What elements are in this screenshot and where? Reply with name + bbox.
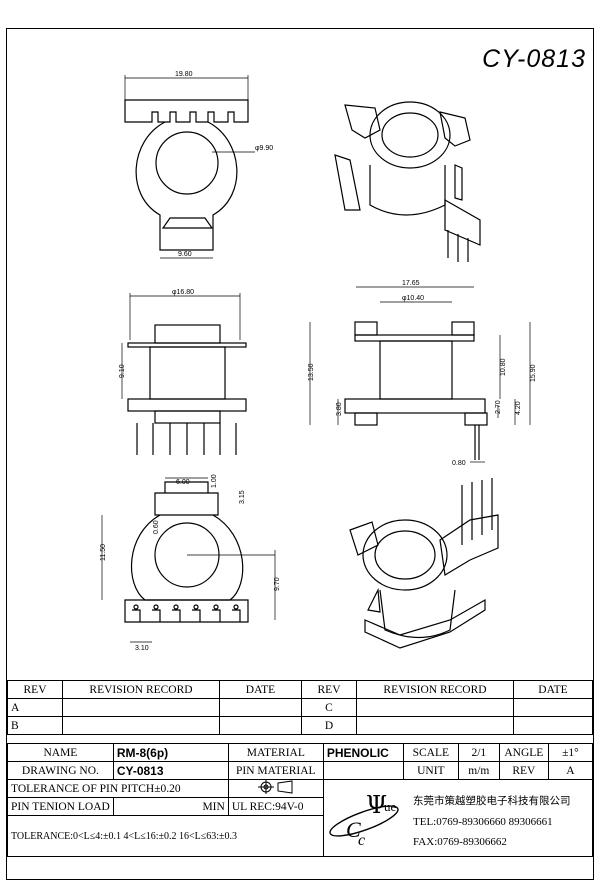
rev-value: A bbox=[547, 761, 594, 780]
dim-front-h3: 15.90 bbox=[530, 364, 537, 382]
dim-side-diameter: φ16.80 bbox=[172, 289, 194, 296]
dim-hole-diameter: φ9.90 bbox=[255, 145, 273, 152]
company-name: 东莞市策越塑胶电子科技有限公司 bbox=[413, 795, 571, 807]
top-view bbox=[124, 75, 255, 259]
dim-front-pin1: 2.70 bbox=[495, 400, 502, 414]
dim-front-pin2: 4.20 bbox=[515, 401, 522, 415]
angle-value: ±1° bbox=[547, 743, 594, 762]
date-header: DATE bbox=[219, 680, 302, 699]
revision-table: REV REVISION RECORD DATE REV REVISION RE… bbox=[7, 680, 593, 735]
ul-rating: UL REC:94V-0 bbox=[227, 797, 324, 816]
dim-front-h2: 10.80 bbox=[500, 358, 507, 376]
svg-text:c: c bbox=[358, 832, 365, 849]
rev-label: REV bbox=[498, 761, 549, 780]
revision-record-header-2: REVISION RECORD bbox=[356, 680, 514, 699]
drawing-label: DRAWING NO. bbox=[7, 761, 114, 780]
pitch-tolerance: TOLERANCE OF PIN PITCH±0.20 bbox=[7, 779, 229, 798]
rev-header: REV bbox=[7, 680, 63, 699]
pin-load-min: MIN bbox=[112, 797, 229, 816]
company-tel: TEL:0769-89306660 89306661 bbox=[413, 816, 553, 828]
rev-b: B bbox=[7, 716, 63, 735]
company-logo: C c Ψ ue bbox=[329, 791, 399, 849]
isometric-view-top bbox=[334, 101, 481, 262]
angle-label: ANGLE bbox=[498, 743, 549, 762]
bottom-view bbox=[101, 477, 276, 643]
front-view bbox=[309, 286, 531, 463]
svg-text:ue: ue bbox=[384, 799, 397, 814]
dim-front-base: 3.80 bbox=[336, 402, 343, 416]
date-header-2: DATE bbox=[513, 680, 593, 699]
tolerance-note: TOLERANCE:0<L≤4:±0.1 4<L≤16:±0.2 16<L≤63… bbox=[7, 815, 324, 857]
dim-front-width: 17.65 bbox=[402, 280, 420, 287]
name-label: NAME bbox=[7, 743, 114, 762]
dim-front-h1: 13.50 bbox=[308, 363, 315, 381]
dim-top-bottom-width: 9.60 bbox=[178, 251, 192, 258]
drawing-title: CY-0813 bbox=[482, 45, 586, 73]
dim-bottom-width: 6.00 bbox=[176, 479, 190, 486]
material-value: PHENOLIC bbox=[322, 743, 404, 762]
dim-front-inner: φ10.40 bbox=[402, 295, 424, 302]
dim-front-pin-diameter: 0.80 bbox=[452, 460, 466, 467]
dim-bottom-height2: 9.70 bbox=[274, 577, 281, 591]
rev-c: C bbox=[301, 698, 357, 717]
side-view bbox=[121, 293, 247, 455]
drawing-sheet bbox=[6, 28, 594, 880]
drawing-value: CY-0813 bbox=[112, 761, 229, 780]
dim-bottom-thickness: 1.00 bbox=[211, 474, 218, 488]
rev-header-2: REV bbox=[301, 680, 357, 699]
unit-value: m/m bbox=[457, 761, 500, 780]
revision-record-header: REVISION RECORD bbox=[62, 680, 220, 699]
dim-bottom-height: 11.50 bbox=[100, 544, 107, 561]
dim-bottom-pitch: 3.10 bbox=[135, 645, 149, 652]
rev-d: D bbox=[301, 716, 357, 735]
pin-load-label: PIN TENION LOAD bbox=[7, 797, 114, 816]
pin-material-label: PIN MATERIAL bbox=[227, 761, 324, 780]
company-fax: FAX:0769-89306662 bbox=[413, 836, 507, 848]
dim-side-height: 9.10 bbox=[119, 364, 126, 378]
scale-label: SCALE bbox=[402, 743, 459, 762]
dim-top-width: 19.80 bbox=[175, 71, 193, 78]
isometric-view-bottom bbox=[349, 478, 499, 649]
info-table: NAME RM-8(6p) MATERIAL PHENOLIC SCALE 2/… bbox=[7, 743, 594, 857]
material-label: MATERIAL bbox=[227, 743, 324, 762]
projection-symbol-icon bbox=[257, 780, 293, 794]
svg-text:Ψ: Ψ bbox=[366, 791, 387, 819]
dim-bottom-angle: 0.60 bbox=[153, 520, 160, 534]
unit-label: UNIT bbox=[402, 761, 459, 780]
projection-symbol bbox=[227, 779, 324, 798]
scale-value: 2/1 bbox=[457, 743, 500, 762]
svg-text:C: C bbox=[346, 817, 361, 842]
name-value: RM-8(6p) bbox=[112, 743, 229, 762]
dim-bottom-right: 3.15 bbox=[239, 490, 246, 504]
rev-a: A bbox=[7, 698, 63, 717]
